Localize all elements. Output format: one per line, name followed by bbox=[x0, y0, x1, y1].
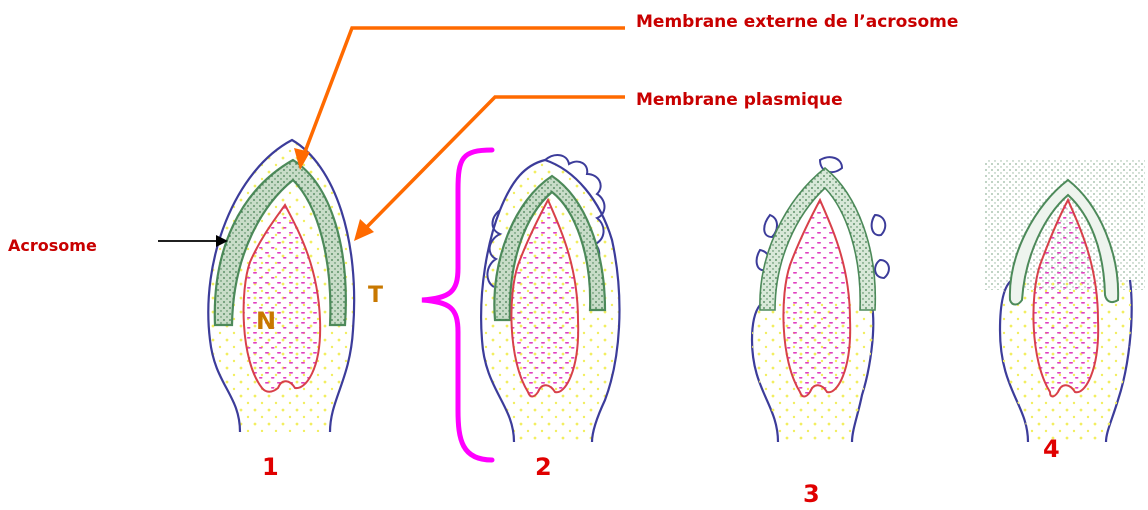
label-head: T bbox=[368, 285, 383, 307]
stage-number-2: 2 bbox=[535, 455, 552, 479]
sperm-head-stage-2 bbox=[481, 155, 619, 442]
label-plasma-membrane: Membrane plasmique bbox=[636, 92, 843, 109]
label-outer-acrosome-membrane: Membrane externe de l’acrosome bbox=[636, 14, 958, 31]
sperm-head-stage-4 bbox=[985, 160, 1145, 442]
stage-number-3: 3 bbox=[803, 482, 820, 506]
stage-number-4: 4 bbox=[1043, 437, 1060, 461]
sperm-head-stage-1 bbox=[208, 140, 354, 432]
label-nucleus: N bbox=[256, 309, 276, 333]
pointer-outer-acrosome-membrane bbox=[294, 28, 625, 170]
stage-number-1: 1 bbox=[262, 455, 279, 479]
pointer-acrosome bbox=[158, 235, 228, 247]
label-acrosome: Acrosome bbox=[8, 238, 97, 254]
sperm-head-stage-3 bbox=[752, 157, 889, 442]
